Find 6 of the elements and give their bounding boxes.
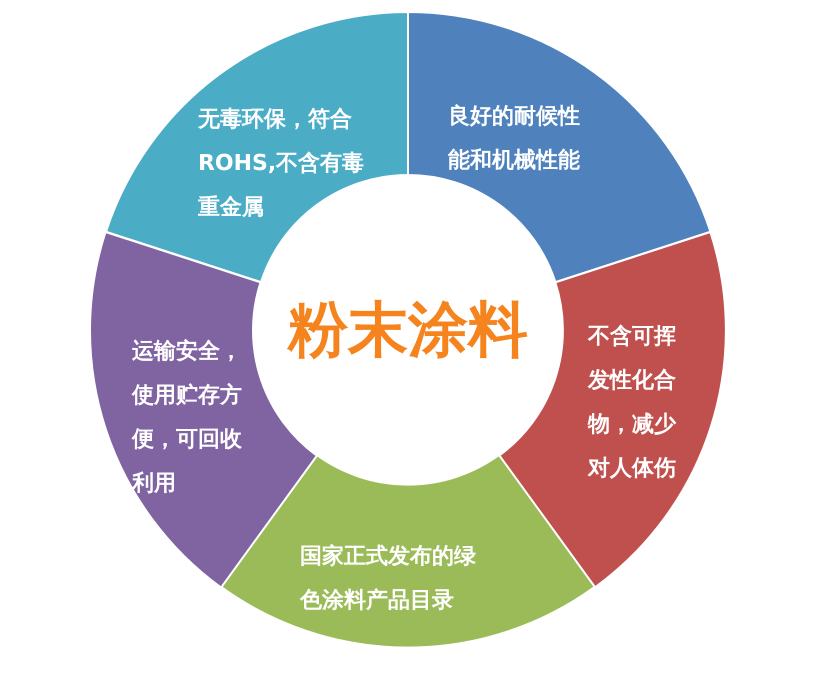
- segment-text: 不含可挥发性化合物，减少对人体伤: [588, 322, 678, 483]
- segment-text: 运输安全，使用贮存方便，可回收利用: [132, 338, 243, 498]
- center-title: 粉末涂料: [288, 295, 528, 365]
- segment-text: 无毒环保，符合ROHS,不含有毒重金属: [198, 106, 366, 222]
- segment-text: 良好的耐候性能和机械性能: [448, 103, 581, 175]
- segment-text: 国家正式发布的绿色涂料产品目录: [300, 542, 477, 615]
